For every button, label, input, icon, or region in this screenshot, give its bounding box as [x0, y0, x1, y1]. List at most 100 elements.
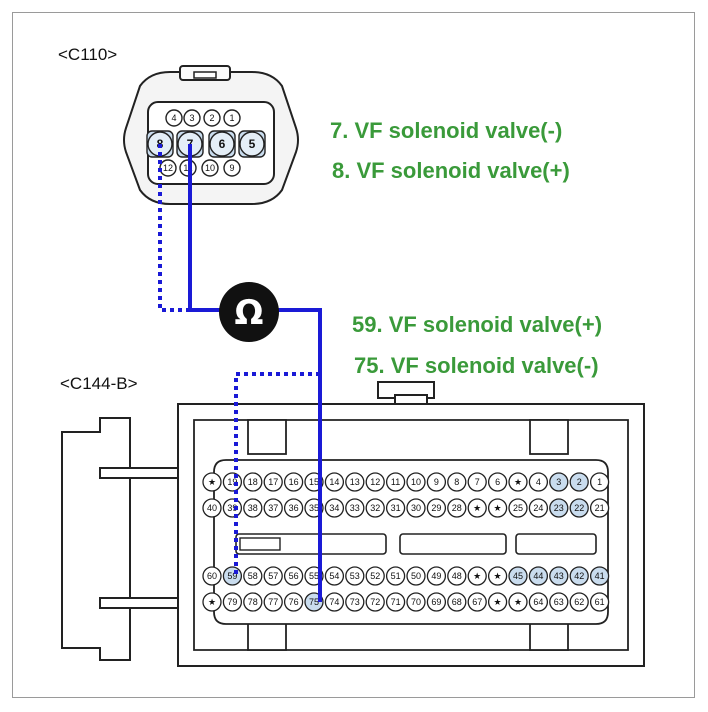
- c144b-pin-72: [365, 592, 385, 612]
- c144b-pin-6: [487, 472, 508, 492]
- c110-pin-label: 6: [219, 137, 226, 151]
- c144b-pin-label: 10: [411, 477, 421, 487]
- c144b-notch-top-left: [247, 419, 287, 455]
- c144b-pin-blank: [202, 592, 222, 612]
- c144b-pin-label: 25: [513, 503, 523, 513]
- c110-pin-6: [209, 131, 235, 157]
- c110-pin-label: 1: [229, 113, 234, 123]
- c144b-pin-56: [283, 566, 304, 586]
- c144b-pin-10: [406, 472, 426, 492]
- c144b-pin-22: [569, 498, 589, 518]
- c144b-left-tab-upper: [99, 467, 183, 479]
- c144b-pin-label: 44: [533, 571, 543, 581]
- c144b-pin-label: 24: [533, 503, 543, 513]
- c144b-pin-label: 32: [370, 503, 380, 513]
- c144b-pin-31: [385, 498, 406, 518]
- c144b-pin-label: ★: [514, 597, 522, 607]
- c144b-pin-label: 29: [431, 503, 441, 513]
- c110-pin-label: 4: [171, 113, 176, 123]
- c144b-pin-label: 41: [595, 571, 605, 581]
- c144b-pin-63: [549, 592, 569, 612]
- c144b-pin-label: 21: [595, 503, 605, 513]
- c144b-pin-label: 48: [452, 571, 462, 581]
- connector-label-c144b: <C144-B>: [60, 374, 138, 393]
- c144b-pin-37: [263, 498, 283, 518]
- c110-pin-4: [165, 109, 183, 127]
- c144b-pin-blank: [487, 566, 508, 586]
- c144b-pin-blank: [508, 472, 528, 492]
- c144b-pin-label: 51: [391, 571, 401, 581]
- c144b-pin-label: 4: [536, 477, 541, 487]
- c144b-pin-39: [222, 498, 243, 518]
- c144b-pin-73: [345, 592, 365, 612]
- c144b-pin-58: [243, 566, 263, 586]
- c144b-pin-77: [263, 592, 283, 612]
- c144b-pin-label: 70: [411, 597, 421, 607]
- c144b-pin-label: 12: [370, 477, 380, 487]
- c144b-pin-38: [243, 498, 263, 518]
- c144b-pin-52: [365, 566, 385, 586]
- c144b-pin-9: [426, 472, 447, 492]
- c144b-pin-label: ★: [514, 477, 522, 487]
- c144b-pin-label: 11: [391, 477, 400, 487]
- c144b-pin-label: 69: [431, 597, 441, 607]
- c110-latch-slot: [193, 71, 217, 79]
- c144b-left-tab-lower: [99, 597, 183, 609]
- c144b-pin-label: ★: [208, 597, 216, 607]
- c144b-notch-top-right: [529, 419, 569, 455]
- c144b-pin-label: 23: [554, 503, 564, 513]
- c144b-pin-label: 54: [329, 571, 339, 581]
- c144b-pin-29: [426, 498, 447, 518]
- c144b-pin-67: [467, 592, 487, 612]
- c144b-pin-42: [569, 566, 589, 586]
- c110-pin-1: [223, 109, 241, 127]
- c144b-pin-57: [263, 566, 283, 586]
- c144b-pin-24: [528, 498, 549, 518]
- c144b-pin-label: 22: [574, 503, 584, 513]
- c144b-pin-label: 58: [248, 571, 258, 581]
- c144b-pin-label: 3: [556, 477, 561, 487]
- c144b-pin-label: 36: [289, 503, 299, 513]
- c144b-pin-8: [447, 472, 467, 492]
- c144b-pin-label: 40: [207, 503, 217, 513]
- c144b-pin-label: 74: [329, 597, 339, 607]
- c110-pin-10: [201, 159, 219, 177]
- c110-pin-label: 3: [189, 113, 194, 123]
- c144b-pin-label: 33: [350, 503, 360, 513]
- c144b-pin-label: 57: [268, 571, 278, 581]
- c144b-pin-label: 43: [554, 571, 564, 581]
- c144b-pin-30: [406, 498, 426, 518]
- wire-c144b-pin59: [234, 372, 320, 576]
- c144b-pin-label: ★: [494, 571, 502, 581]
- c144b-face: [193, 419, 629, 651]
- c144b-pin-25: [508, 498, 528, 518]
- c110-pin-2: [203, 109, 221, 127]
- c110-pin-label: 9: [229, 163, 234, 173]
- c110-pin-9: [223, 159, 241, 177]
- c144b-pin-12: [365, 472, 385, 492]
- c144b-pin-label: 68: [452, 597, 462, 607]
- c144b-pin-28: [447, 498, 467, 518]
- c144b-pin-51: [385, 566, 406, 586]
- c144b-pin-label: ★: [473, 503, 481, 513]
- c144b-pin-label: 63: [554, 597, 564, 607]
- c144b-pin-blank: [467, 498, 487, 518]
- c144b-pin-label: 55: [309, 571, 319, 581]
- c144b-pin-label: 59: [227, 571, 237, 581]
- c144b-pin-label: ★: [494, 503, 502, 513]
- c144b-key-slot-3: [515, 533, 597, 555]
- c144b-pin-label: 62: [574, 597, 584, 607]
- c144b-pin-64: [528, 592, 549, 612]
- pin-description-c144b-75: 75. VF solenoid valve(-): [354, 353, 599, 378]
- c144b-pin-label: 42: [574, 571, 584, 581]
- c144b-pin-1: [589, 472, 610, 492]
- c144b-pin-label: 45: [513, 571, 523, 581]
- c144b-pin-2: [569, 472, 589, 492]
- c144b-pin-label: ★: [494, 597, 502, 607]
- c144b-pin-60: [202, 566, 222, 586]
- wire-c110-pin7: [188, 144, 222, 312]
- c144b-pin-blank: [508, 592, 528, 612]
- c144b-pin-label: 75: [309, 597, 319, 607]
- c144b-pin-53: [345, 566, 365, 586]
